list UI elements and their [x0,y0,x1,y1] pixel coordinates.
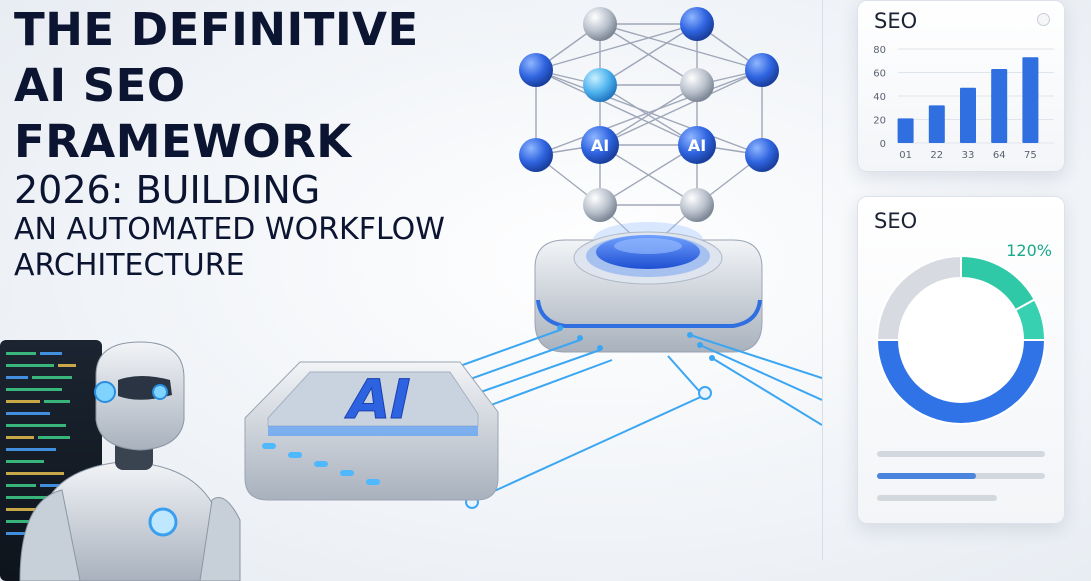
node-blue [519,138,553,172]
bar [928,105,945,143]
node-ai-left [581,126,619,164]
x-tick-label: 33 [962,150,975,161]
bar [1022,57,1039,143]
node-silver [583,7,617,41]
headline-line-6: ARCHITECTURE [14,248,245,283]
y-tick-label: 40 [873,92,886,103]
bar [960,87,976,143]
y-tick-label: 60 [873,69,886,80]
node-cyan [583,68,617,102]
progress-fill [877,473,977,479]
bar [897,118,914,143]
x-tick-label: 22 [930,150,943,161]
x-tick-label: 01 [899,150,912,161]
progress-track [877,495,997,501]
node-blue [680,7,714,41]
bar [991,68,1008,143]
donut-chart [875,254,1047,425]
illustration: AI AI AI [0,7,822,581]
node-ai-right [678,126,716,164]
divider [822,0,823,560]
progress-track [877,451,1045,457]
ai-device [244,361,499,501]
network-nodes [519,7,779,222]
node-blue [745,138,779,172]
donut-slice [875,339,1047,425]
donut-slice [875,254,962,341]
node-blue [745,53,779,87]
hub-base [534,231,763,353]
node-ai-right-label: AI [688,136,706,155]
y-tick-label: 20 [873,116,886,127]
connector-dot [698,386,712,400]
node-silver [680,68,714,102]
headline: THE DEFINITIVE AI SEO FRAMEWORK 2026: BU… [14,2,445,284]
node-silver [680,188,714,222]
headline-line-5: AN AUTOMATED WORKFLOW [14,212,445,247]
donut-hole [900,279,1022,401]
x-tick-label: 75 [1024,150,1037,161]
node-ai-left-label: AI [591,136,609,155]
card-title: SEO [874,9,918,33]
ai-device-label: AI [341,368,416,431]
percent-label: 120% [1006,241,1052,260]
headline-line-2: AI SEO [14,59,186,112]
y-tick-label: 0 [880,139,886,150]
node-blue [519,53,553,87]
seo-bar-chart-card: SEO 80 60 40 20 0 01 22 33 64 75 [857,0,1065,172]
headline-line-1: THE DEFINITIVE [14,3,419,56]
robot [19,341,241,581]
x-tick-label: 64 [993,150,1006,161]
seo-donut-card: SEO 120% [857,196,1065,524]
card-title: SEO [874,209,918,233]
network-edges [535,23,763,206]
headline-line-3: FRAMEWORK [14,115,352,168]
progress-track [877,473,1045,479]
toggle-dot[interactable] [1037,13,1050,26]
bar-chart: 80 60 40 20 0 01 22 33 64 75 [873,45,1054,161]
headline-line-4: 2026: BUILDING [14,168,321,212]
y-tick-label: 80 [873,45,886,56]
node-silver [583,188,617,222]
